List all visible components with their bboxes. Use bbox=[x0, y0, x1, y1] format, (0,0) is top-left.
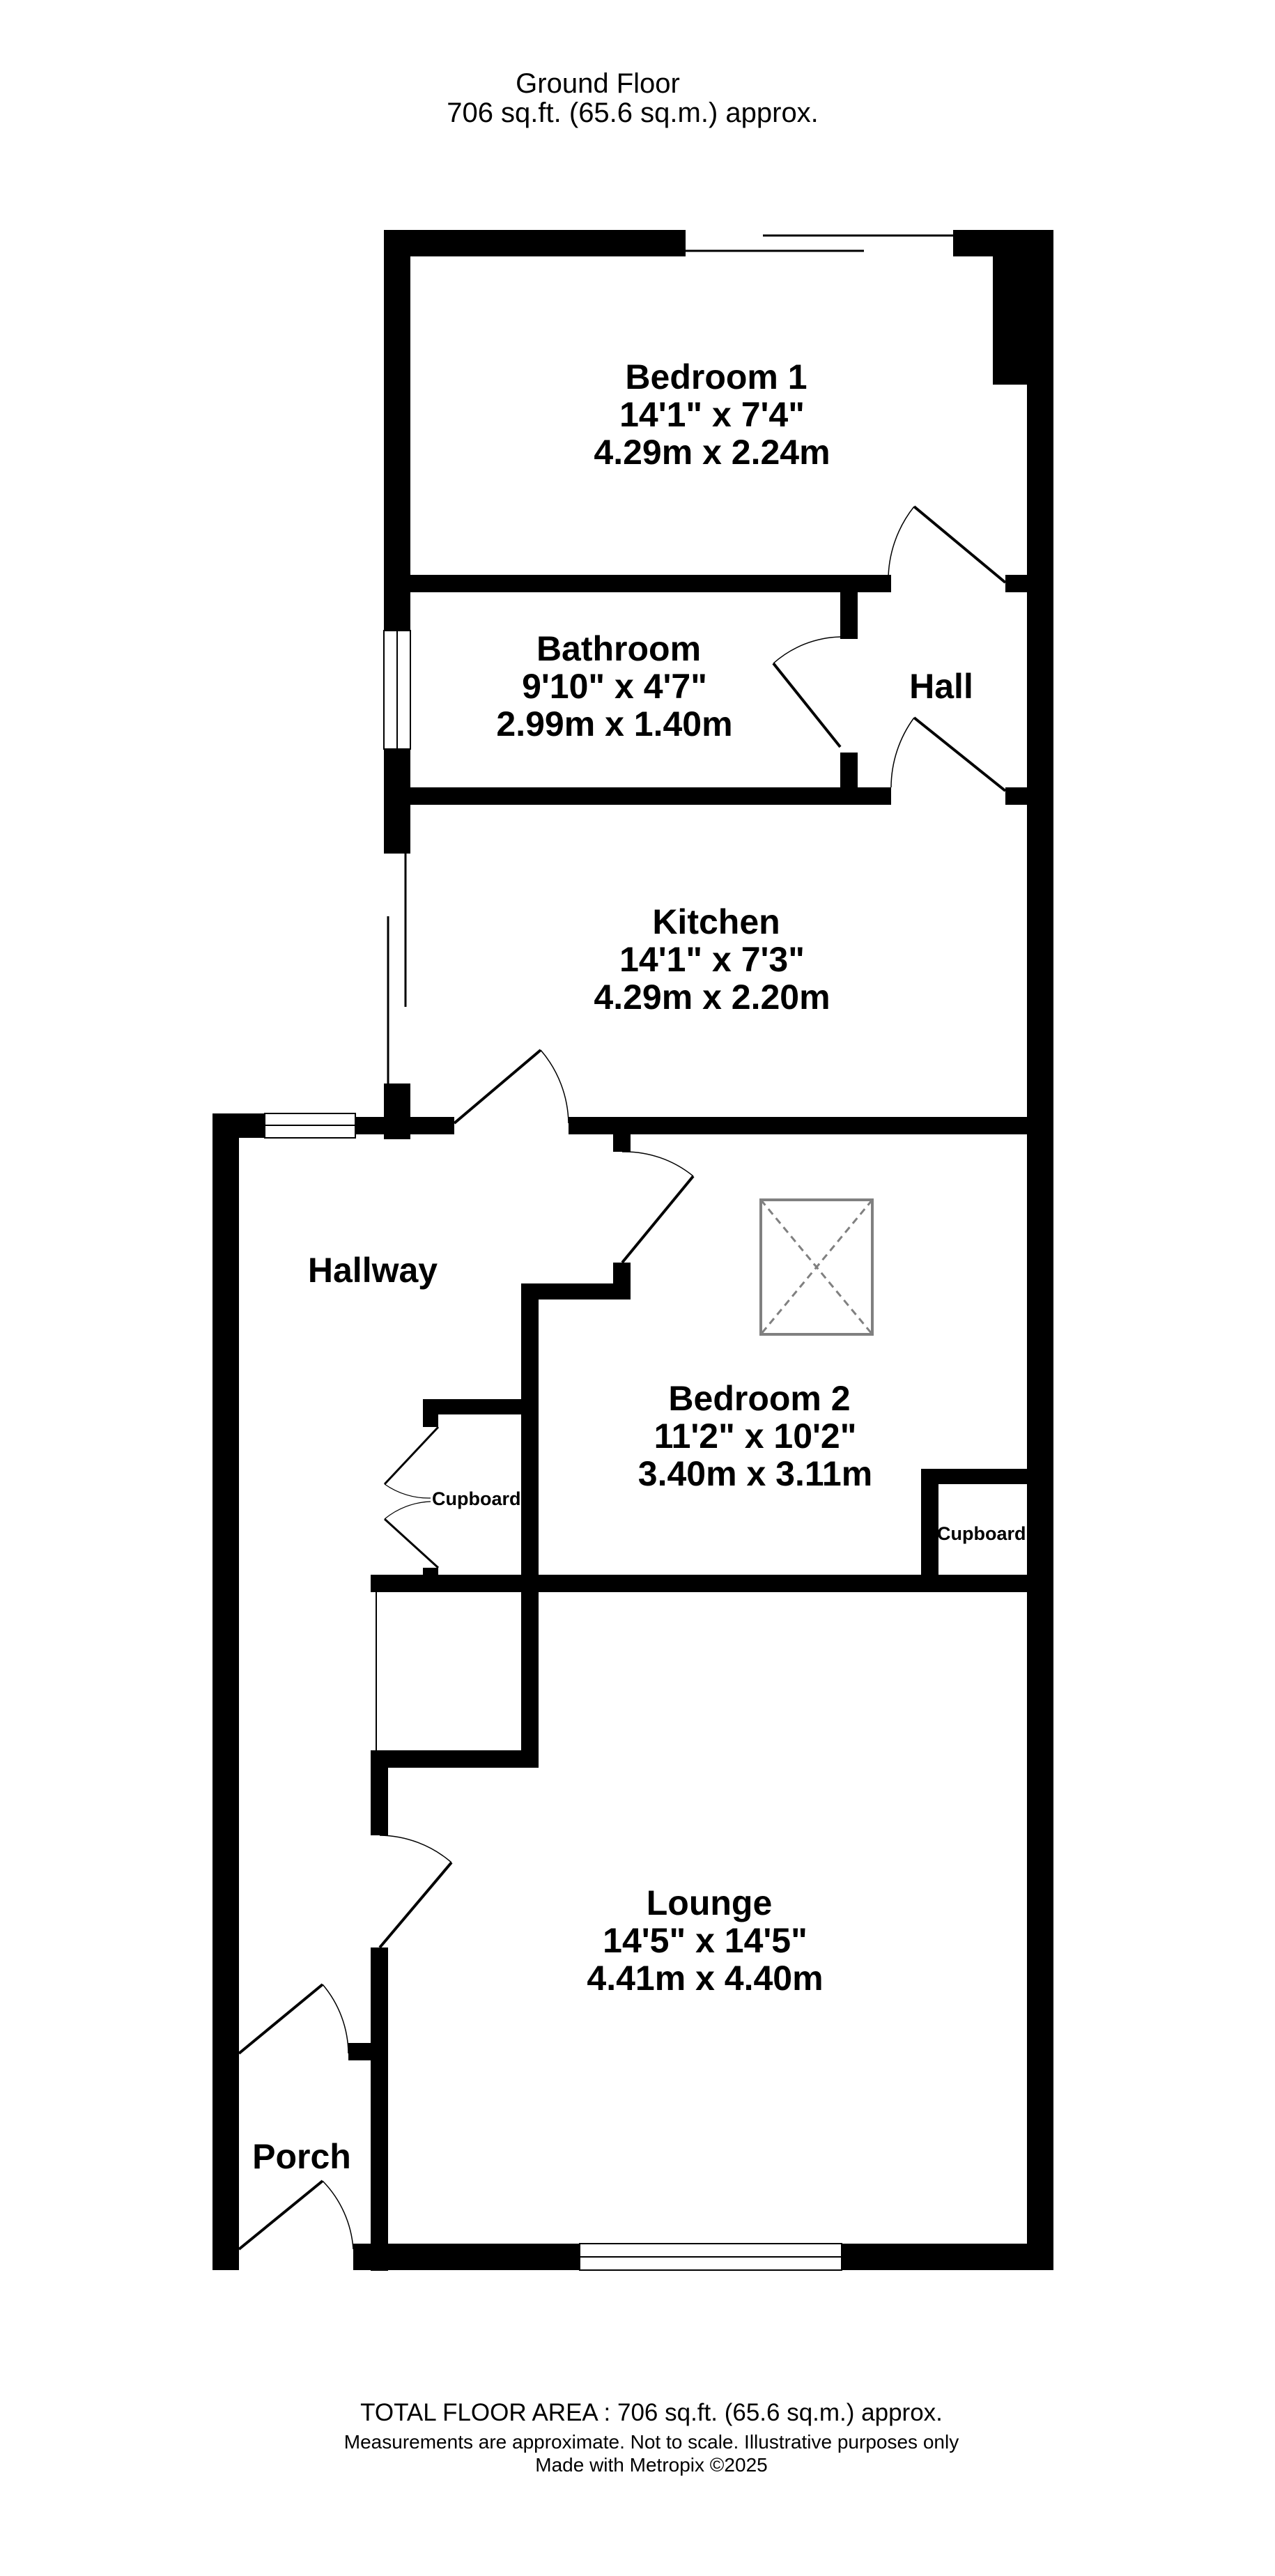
room-kitchen: Kitchen 14'1" x 7'3" 4.29m x 2.20m bbox=[594, 902, 830, 1017]
room-dimensions-metric: 4.29m x 2.24m bbox=[594, 433, 830, 472]
wall-right bbox=[1027, 230, 1053, 2268]
sliding-door-kitchen bbox=[387, 854, 407, 1083]
wall-lounge-left-upper bbox=[371, 1750, 388, 1835]
door-kitchen bbox=[453, 1049, 569, 1125]
wall-bedroom2-jamb-top bbox=[613, 1134, 631, 1152]
disclaimer: Measurements are approximate. Not to sca… bbox=[344, 2431, 959, 2453]
window-hallway bbox=[264, 1113, 356, 1139]
room-name: Hallway bbox=[308, 1251, 438, 1290]
total-floor-area: TOTAL FLOOR AREA : 706 sq.ft. (65.6 sq.m… bbox=[360, 2399, 943, 2426]
door-porch-inner bbox=[238, 1983, 349, 2055]
door-bedroom-1 bbox=[888, 505, 1007, 584]
wall-bedroom2-jamb-bottom bbox=[613, 1263, 631, 1299]
wall-left-mid bbox=[384, 749, 410, 854]
room-hallway: Hallway bbox=[308, 1251, 438, 1290]
wall-top-left bbox=[384, 230, 686, 256]
wall-cupboard2-top bbox=[921, 1469, 1029, 1484]
wall-cupboard-top bbox=[423, 1399, 539, 1414]
wall-pier-bedroom-1 bbox=[993, 256, 1028, 385]
floor-area: 706 sq.ft. (65.6 sq.m.) approx. bbox=[447, 98, 819, 128]
window-bathroom bbox=[383, 630, 411, 750]
door-hall bbox=[890, 716, 1007, 792]
wall-bathroom-jamb-top bbox=[840, 575, 858, 639]
room-dimensions-imperial: 14'1" x 7'3" bbox=[619, 940, 805, 979]
wall-bedroom2-left bbox=[521, 1283, 539, 1768]
floor-name: Ground Floor bbox=[516, 68, 680, 99]
room-dimensions-imperial: 14'5" x 14'5" bbox=[603, 1921, 808, 1960]
room-dimensions-metric: 4.29m x 2.20m bbox=[594, 978, 830, 1017]
wall-bottom-left bbox=[353, 2244, 580, 2270]
door-cupboard-hallway bbox=[383, 1426, 440, 1569]
room-name: Porch bbox=[252, 2137, 351, 2176]
room-bedroom-2: Bedroom 2 11'2" x 10'2" 3.40m x 3.11m bbox=[638, 1379, 872, 1493]
wall-cupboard-jamb-top bbox=[423, 1399, 438, 1427]
sliding-door-bedroom-1 bbox=[686, 234, 953, 252]
wall-kitchen-bottom-left bbox=[355, 1117, 454, 1134]
wall-left-lower bbox=[212, 1113, 239, 2270]
room-dimensions-metric: 2.99m x 1.40m bbox=[496, 704, 732, 743]
wall-hall-stub-bottom bbox=[1005, 787, 1028, 805]
room-name: Bathroom bbox=[536, 629, 701, 668]
room-dimensions-imperial: 9'10" x 4'7" bbox=[522, 667, 707, 706]
door-bedroom-2 bbox=[621, 1151, 695, 1264]
room-name: Bedroom 1 bbox=[625, 357, 807, 396]
wall-porch-stub bbox=[348, 2043, 388, 2060]
room-bathroom: Bathroom 9'10" x 4'7" 2.99m x 1.40m bbox=[496, 629, 732, 743]
windows bbox=[264, 630, 842, 2271]
wall-cupboard2-left bbox=[921, 1469, 938, 1584]
wall-left-upper bbox=[384, 230, 410, 631]
wall-bathroom-jamb-bottom bbox=[840, 753, 858, 789]
room-porch: Porch bbox=[252, 2137, 351, 2176]
wall-bottom-corner-left bbox=[212, 2244, 239, 2270]
room-name: Kitchen bbox=[652, 902, 780, 941]
credit: Made with Metropix ©2025 bbox=[535, 2454, 767, 2476]
sliding-doors bbox=[376, 234, 953, 1750]
room-bedroom-1: Bedroom 1 14'1" x 7'4" 4.29m x 2.24m bbox=[594, 357, 830, 472]
door-lounge bbox=[378, 1835, 453, 1949]
wall-lounge-step bbox=[371, 1750, 539, 1768]
room-dimensions-metric: 4.41m x 4.40m bbox=[587, 1959, 823, 1998]
room-name: Bedroom 2 bbox=[668, 1379, 850, 1418]
wall-bathroom-kitchen bbox=[410, 787, 891, 805]
doors bbox=[238, 505, 1007, 2251]
walls bbox=[212, 230, 1053, 2271]
skylight bbox=[759, 1198, 874, 1336]
window-lounge bbox=[579, 2243, 842, 2271]
wall-bottom-right bbox=[842, 2244, 1053, 2270]
room-name: Lounge bbox=[647, 1883, 773, 1922]
wall-lounge-left-lower bbox=[371, 1948, 388, 2271]
room-dimensions-imperial: 11'2" x 10'2" bbox=[654, 1417, 857, 1456]
room-cupboard-bedroom-2: Cupboard bbox=[937, 1523, 1026, 1544]
wall-bedroom1-bathroom bbox=[410, 575, 891, 592]
room-name: Hall bbox=[909, 667, 973, 706]
room-cupboard-hallway: Cupboard bbox=[432, 1488, 521, 1509]
room-dimensions-metric: 3.40m x 3.11m bbox=[638, 1454, 872, 1493]
door-bathroom bbox=[772, 636, 842, 748]
door-front bbox=[238, 2180, 354, 2251]
room-name: Cupboard bbox=[432, 1488, 521, 1509]
wall-hall-stub-top bbox=[1005, 575, 1028, 592]
wall-bedroom2-top-left bbox=[521, 1283, 631, 1299]
room-lounge: Lounge 14'5" x 14'5" 4.41m x 4.40m bbox=[587, 1883, 823, 1998]
wall-bedroom2-lounge bbox=[371, 1575, 1053, 1592]
room-name: Cupboard bbox=[937, 1523, 1026, 1544]
room-dimensions-imperial: 14'1" x 7'4" bbox=[619, 395, 805, 434]
wall-kitchen-bottom-right bbox=[569, 1117, 1028, 1134]
room-hall: Hall bbox=[909, 667, 973, 706]
